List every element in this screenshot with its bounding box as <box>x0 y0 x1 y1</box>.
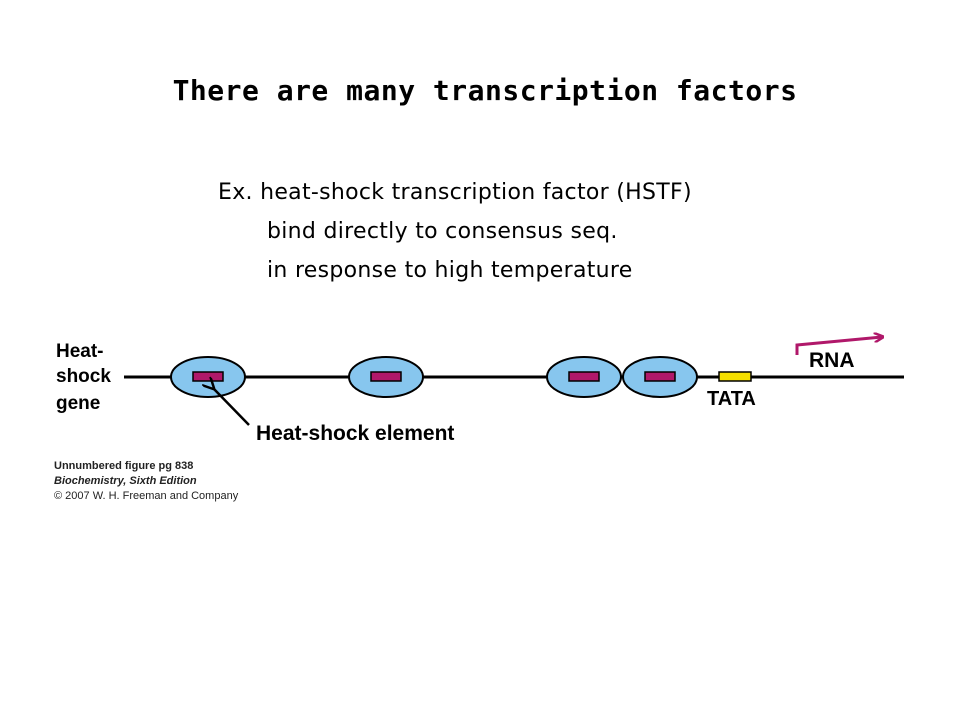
element-label: Heat-shock element <box>256 422 454 445</box>
slide-title: There are many transcription factors <box>172 74 798 107</box>
caption-copyright: © 2007 W. H. Freeman and Company <box>54 490 239 502</box>
tata-box <box>718 371 752 382</box>
heat-shock-element-box <box>370 371 402 382</box>
transcription-start-arrow-icon <box>795 337 882 355</box>
gene-label-line3: gene <box>56 393 100 414</box>
binding-line: bind directly to consensus seq. <box>267 219 618 244</box>
figure-caption: Unnumbered figure pg 838 Biochemistry, S… <box>54 459 238 504</box>
tata-label: TATA <box>707 388 756 410</box>
factor-1 <box>170 356 246 398</box>
rna-label: RNA <box>809 349 855 372</box>
heat-shock-element-box <box>644 371 676 382</box>
heat-shock-gene-diagram: Heat- shock gene TATA RNA Heat-shock ele… <box>56 320 904 445</box>
caption-book-title: Biochemistry, Sixth Edition <box>54 475 197 487</box>
factor-2 <box>348 356 424 398</box>
example-line: Ex. heat-shock transcription factor (HST… <box>218 180 692 205</box>
heat-shock-element-box <box>568 371 600 382</box>
response-line: in response to high temperature <box>267 258 633 283</box>
gene-label-line2: shock <box>56 366 111 387</box>
factor-3 <box>546 356 622 398</box>
pointer-arrow-icon <box>213 388 250 426</box>
heat-shock-element-box <box>192 371 224 382</box>
factor-4 <box>622 356 698 398</box>
caption-figure-number: Unnumbered figure pg 838 <box>54 460 194 472</box>
gene-label-line1: Heat- <box>56 341 104 362</box>
